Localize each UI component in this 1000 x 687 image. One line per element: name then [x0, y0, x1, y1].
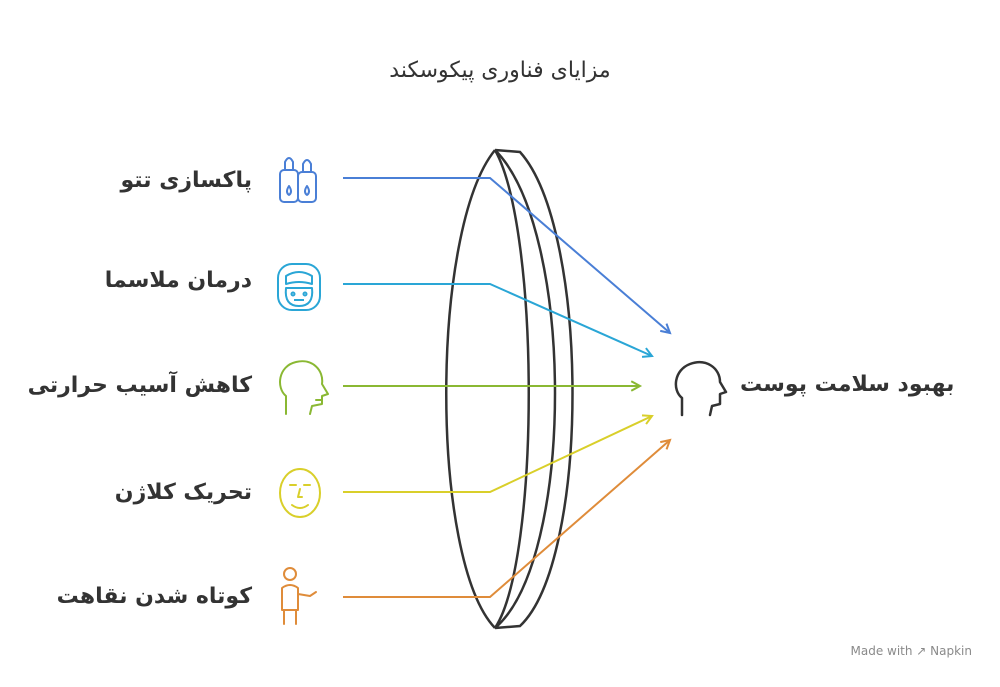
- arrow-head-4: [641, 414, 654, 425]
- label-collagen-stimulation: تحریک کلاژن: [114, 480, 252, 505]
- arrow-head-3: [630, 380, 643, 392]
- arrow-head-1: [660, 323, 672, 335]
- arrow-head-2: [641, 347, 654, 358]
- lens: [445, 148, 574, 630]
- diagram-title: مزایای فناوری پیکوسکند: [389, 58, 611, 83]
- arrow-line-2: [343, 283, 653, 357]
- head-icon: [674, 361, 728, 417]
- target-label: بهبود سلامت پوست: [740, 372, 955, 397]
- arrow-line-4: [343, 415, 653, 493]
- label-thermal-damage: کاهش آسیب حرارتی: [27, 373, 252, 398]
- monkey-face-icon: [277, 263, 321, 311]
- arrow-line-5: [343, 439, 671, 598]
- arrow-group: [343, 177, 672, 598]
- label-shorter-recovery: کوتاه شدن نقاهت: [56, 584, 252, 609]
- head-profile-icon: [279, 360, 329, 415]
- person-injury-icon: [281, 567, 317, 625]
- ink-bottles-icon: [279, 157, 317, 203]
- label-melasma-treatment: درمان ملاسما: [104, 268, 252, 293]
- arrow-head-5: [660, 438, 672, 450]
- label-tattoo-removal: پاکسازی تتو: [120, 168, 252, 193]
- napkin-watermark: Made with ↗ Napkin: [850, 644, 973, 658]
- arrow-line-1: [343, 177, 671, 334]
- face-mask-icon: [279, 468, 321, 518]
